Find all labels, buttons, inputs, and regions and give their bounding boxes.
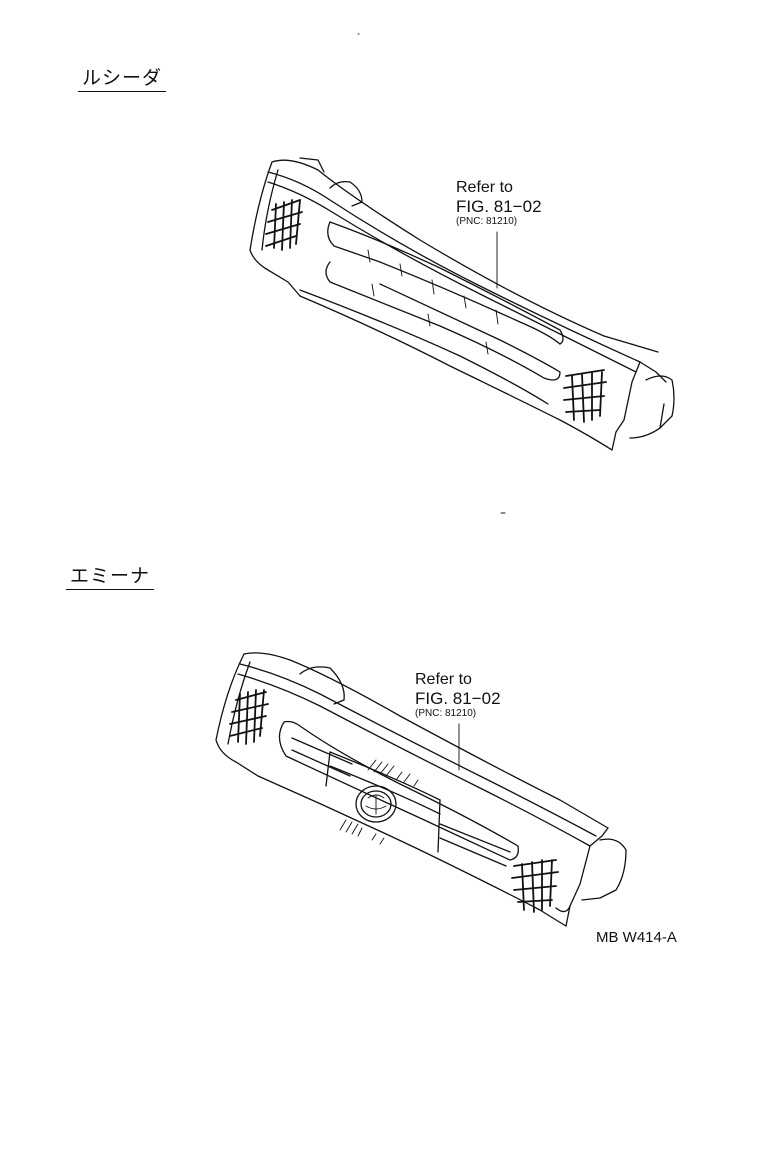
callout-refer-text: Refer to	[415, 671, 472, 688]
callout-pnc: (PNC: 81210)	[415, 708, 477, 719]
section-label-emina: エミーナ	[66, 566, 155, 590]
callout-refer-text: Refer to	[456, 179, 513, 196]
callout-fig-ref[interactable]: FIG. 81−02	[456, 197, 542, 216]
grille-emina[interactable]	[215, 652, 627, 927]
callout-fig-ref[interactable]: FIG. 81−02	[415, 689, 501, 708]
left-lamp-grid	[265, 199, 303, 251]
callout-lucida: Refer to FIG. 81−02 (PNC: 81210)	[456, 180, 542, 227]
grille-lucida[interactable]	[249, 157, 675, 451]
callout-emina: Refer to FIG. 81−02 (PNC: 81210)	[415, 672, 501, 719]
left-lamp-grid	[229, 689, 269, 745]
emblem	[355, 785, 397, 823]
section-label-lucida: ルシーダ	[78, 68, 167, 92]
diagram-code: MB W414-A	[596, 929, 677, 946]
callout-pnc: (PNC: 81210)	[456, 216, 518, 227]
right-lamp-grid	[511, 859, 559, 913]
right-lamp-grid	[563, 369, 607, 423]
